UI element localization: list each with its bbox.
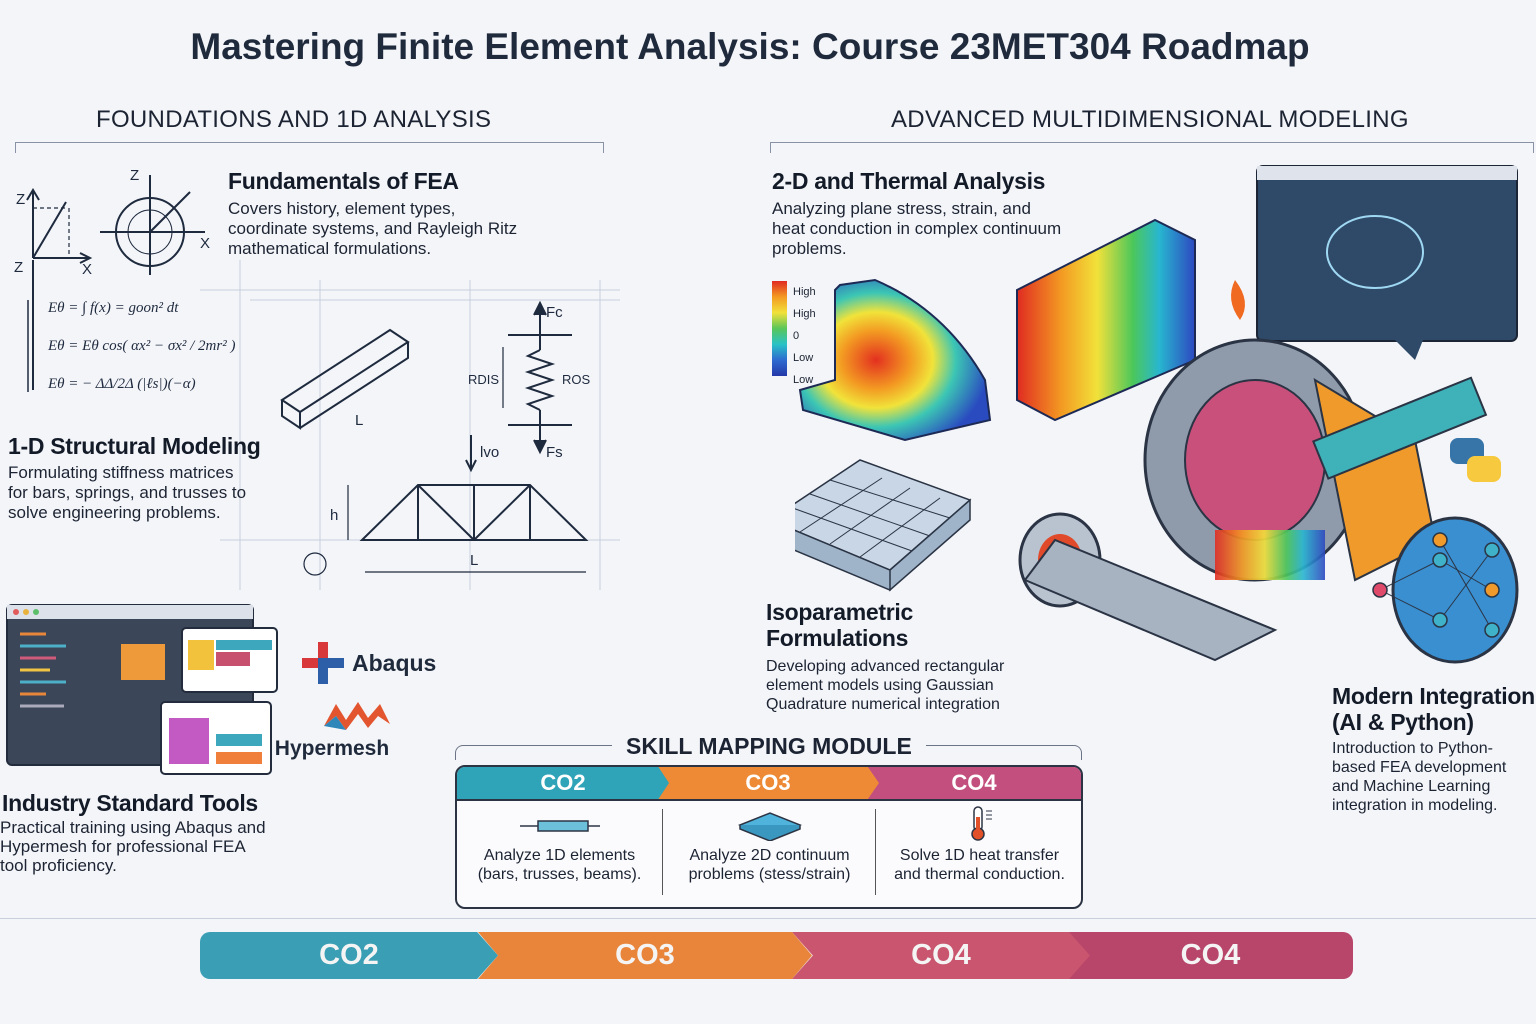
iso-title-line: Formulations (766, 625, 909, 651)
iso-desc: Developing advanced rectangular element … (766, 658, 1005, 713)
modern-desc: Introduction to Python-based FEA develop… (1332, 740, 1507, 814)
modern-title-line: Modern Integration (1332, 683, 1535, 709)
legend-label: Low (793, 374, 814, 386)
skill-cell-co2: Analyze 1D elements (bars, trusses, beam… (457, 811, 662, 884)
section-header-advanced: ADVANCED MULTIDIMENSIONAL MODELING (891, 106, 1409, 133)
skill-text: problems (stess/strain) (688, 866, 851, 883)
thermal-title: 2-D and Thermal Analysis (772, 168, 1046, 194)
skill-text: Solve 1D heat transfer (899, 847, 1060, 864)
abaqus-icon (302, 642, 344, 684)
section-header-foundations: FOUNDATIONS AND 1D ANALYSIS (96, 106, 492, 133)
modern-title-line: (AI & Python) (1332, 709, 1474, 735)
fundamentals-title: Fundamentals of FEA (228, 168, 459, 194)
skill-text: Analyze 2D continuum (689, 847, 850, 864)
height-label: h (330, 507, 338, 524)
equation-3: Eθ = − ΔΔ/2Δ (|ℓs|)(−α) (47, 376, 196, 392)
axis-label: X (82, 261, 92, 278)
skill-text: (bars, trusses, beams). (477, 866, 642, 883)
engineering-sketch-illustration: Eθ = ∫ f(x) = goon² dt Eθ = Eθ cos( αx² … (14, 167, 620, 590)
thermometer-icon (970, 806, 992, 841)
bar-element-icon (519, 820, 600, 832)
hypermesh-icon (324, 702, 390, 730)
structural-title: 1-D Structural Modeling (8, 433, 261, 459)
skill-cell-co3: Analyze 2D continuum problems (stess/str… (667, 811, 872, 884)
length-label: L (355, 412, 363, 429)
abaqus-label: Abaqus (352, 649, 437, 676)
skill-text: and thermal conduction. (894, 866, 1065, 883)
legend-label: Low (793, 352, 814, 364)
section-divider (15, 142, 604, 153)
skill-header-co3: CO3 (657, 767, 879, 799)
modern-title: Modern Integration(AI & Python) (1332, 683, 1535, 735)
legend-label: 0 (793, 330, 800, 342)
skill-mapping-table: CO2 CO3 CO4 Analyze 1D elements (bars, t… (455, 765, 1083, 909)
plate-element-icon (737, 812, 802, 842)
spring-label: ROS (562, 372, 591, 387)
divider (0, 918, 1536, 919)
page-title: Mastering Finite Element Analysis: Cours… (190, 26, 1310, 67)
python-icon (1450, 438, 1501, 482)
structural-desc: Formulating stiffness matrices for bars,… (8, 463, 247, 522)
tools-desc: Practical training using Abaqus and Hype… (0, 818, 266, 875)
roadmap-step-co3: CO3 (478, 932, 812, 979)
skill-header-co2: CO2 (457, 767, 669, 799)
spring-label: RDIS (468, 372, 499, 387)
axis-label: Z (130, 167, 139, 184)
color-legend: High High 0 Low Low (772, 281, 816, 391)
thermal-desc: Analyzing plane stress, strain, and heat… (772, 199, 1062, 258)
length-label: L (470, 552, 478, 569)
equation-2: Eθ = Eθ cos( αx² − σx² / 2mr² ) (47, 338, 235, 354)
roadmap-step-co4: CO4 (792, 932, 1090, 979)
skill-cell-co4: Solve 1D heat transfer and thermal condu… (877, 806, 1081, 884)
section-divider (770, 142, 1534, 153)
hypermesh-label: Hypermesh (274, 737, 390, 760)
column-divider (662, 809, 663, 895)
axis-label: Z (14, 259, 23, 276)
axis-label: Z (16, 191, 25, 208)
skill-module-title: SKILL MAPPING MODULE (612, 733, 926, 760)
legend-label: High (793, 308, 816, 320)
axis-label: X (200, 235, 210, 252)
roadmap-step-co2: CO2 (200, 932, 498, 979)
software-windows-illustration (6, 604, 278, 775)
iso-title-line: Isoparametric (766, 599, 913, 625)
load-label: lvo (480, 444, 499, 461)
fundamentals-desc: Covers history, element types, coordinat… (228, 199, 518, 258)
abaqus-logo: Abaqus (302, 642, 436, 684)
equation-1: Eθ = ∫ f(x) = goon² dt (47, 300, 179, 316)
fea-machine-illustration (795, 165, 1519, 664)
hypermesh-logo: Hypermesh (275, 698, 412, 761)
legend-label: High (793, 286, 816, 298)
roadmap-step-co4-final: CO4 (1068, 932, 1353, 979)
tools-title: Industry Standard Tools (2, 790, 258, 816)
force-label: Fc (546, 304, 563, 321)
force-label: Fs (546, 444, 563, 461)
skill-header-co4: CO4 (867, 767, 1081, 799)
column-divider (875, 809, 876, 895)
skill-text: Analyze 1D elements (483, 847, 636, 864)
